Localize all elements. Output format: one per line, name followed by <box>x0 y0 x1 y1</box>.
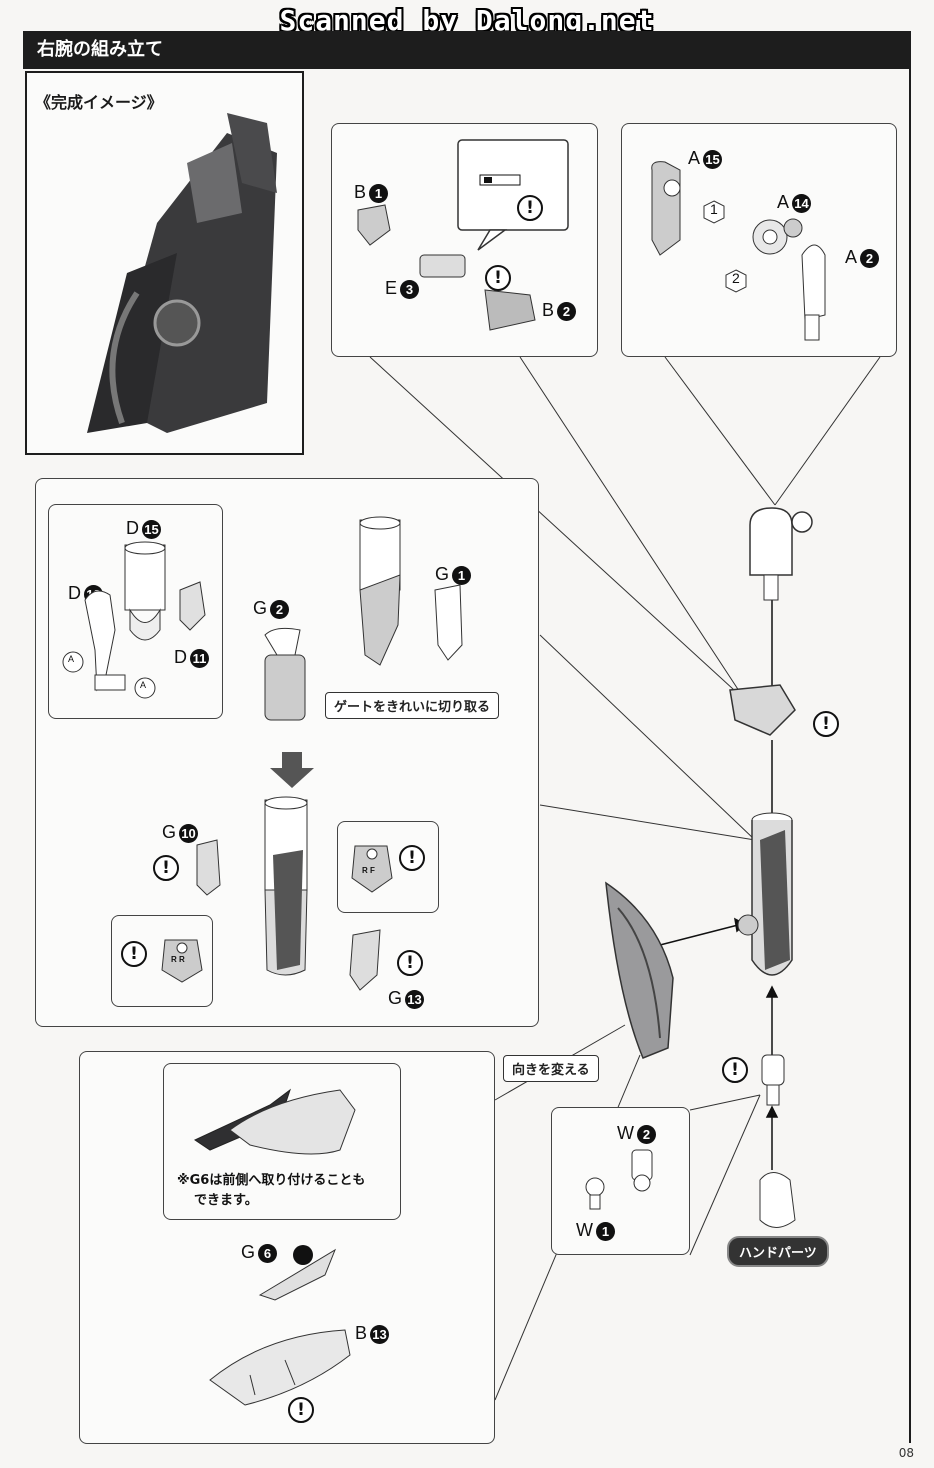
note-g6: ※G6は前側へ取り付けることも できます。 <box>177 1171 365 1211</box>
caution-icon: ! <box>722 1057 748 1083</box>
page-title: 右腕の組み立て <box>23 31 911 69</box>
caution-icon: ! <box>397 950 423 976</box>
completed-arm-image <box>87 113 277 433</box>
completed-image-panel: 《完成イメージ》 <box>25 71 304 455</box>
box-w-parts <box>551 1107 690 1255</box>
note-reverse: 向きを変える <box>503 1055 599 1082</box>
main-arm-assembly <box>729 507 813 1228</box>
right-border <box>909 31 911 1443</box>
part-b1-b2-illustration <box>357 139 569 331</box>
note-g6-line1: ※G6は前側へ取り付けることも <box>177 1173 366 1188</box>
caution-icon: ! <box>288 1397 314 1423</box>
part-g6-b13-illustration <box>209 1245 351 1406</box>
part-rf-illustration <box>351 845 393 893</box>
part-rr-illustration <box>161 939 203 983</box>
shield-part <box>605 881 674 1059</box>
part-w-illustration <box>585 1149 653 1210</box>
step-number: 1 <box>710 201 718 217</box>
mark-rr: R R <box>171 955 185 964</box>
note-hand-parts: ハンドパーツ <box>727 1236 829 1267</box>
completed-image-title: 《完成イメージ》 <box>35 93 163 112</box>
mark-a: A <box>68 654 75 664</box>
part-d-illustration <box>62 541 206 699</box>
caution-icon: ! <box>813 711 839 737</box>
caution-icon: ! <box>517 195 543 221</box>
step-badge <box>725 269 747 293</box>
note-gate: ゲートをきれいに切り取る <box>325 692 500 719</box>
page-number: 08 <box>898 1446 914 1460</box>
step-badge <box>703 200 725 224</box>
caution-icon: ! <box>485 265 511 291</box>
caution-icon: ! <box>121 941 147 967</box>
mark-rf: R F <box>362 866 375 875</box>
down-arrow-icon <box>270 752 314 788</box>
caution-icon: ! <box>153 855 179 881</box>
step-number: 2 <box>732 270 740 286</box>
part-g1-g2-illustration <box>264 516 463 721</box>
part-g10-g13-illustration <box>196 796 381 991</box>
part-a15-a14-a2-illustration <box>651 161 826 341</box>
part-g6-b13-alt-illustration <box>193 1088 356 1155</box>
mark-a: A <box>140 680 147 690</box>
note-g6-line2: できます。 <box>194 1193 258 1208</box>
caution-icon: ! <box>399 845 425 871</box>
